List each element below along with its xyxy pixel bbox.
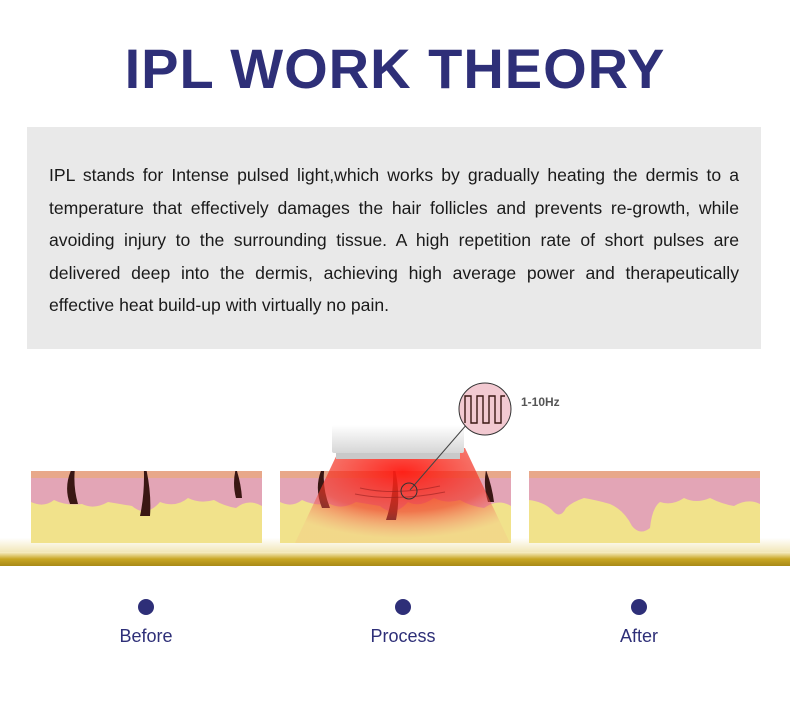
skin-illustration: 1-10Hz xyxy=(0,382,790,566)
stage-dot-after xyxy=(631,599,647,615)
page-title: IPL WORK THEORY xyxy=(124,37,666,100)
skin-panel-after xyxy=(529,471,760,543)
callout-target-icon xyxy=(400,482,418,500)
pulse-wave-icon xyxy=(458,382,512,436)
stage-dot-before xyxy=(138,599,154,615)
callout-line xyxy=(409,422,469,491)
stage-label-before: Before xyxy=(119,626,173,646)
description-text: IPL stands for Intense pulsed light,whic… xyxy=(49,165,739,315)
stage-dot-process xyxy=(395,599,411,615)
description-panel: IPL stands for Intense pulsed light,whic… xyxy=(27,127,761,349)
ipl-applicator xyxy=(332,425,464,459)
frequency-label: 1-10Hz xyxy=(521,395,560,409)
skin-panel-before xyxy=(31,471,262,543)
stage-label-after: After xyxy=(619,626,658,646)
stage-label-process: Process xyxy=(370,626,436,646)
